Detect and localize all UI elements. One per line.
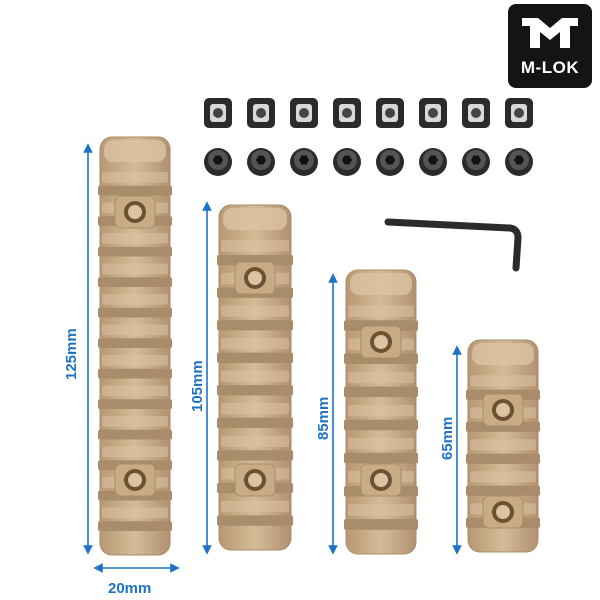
dimension-label-width: 20mm (108, 580, 151, 597)
m-lok-logo-icon (522, 18, 578, 48)
rail-125 (98, 136, 172, 556)
dimension-label-105: 105mm (189, 360, 206, 412)
rail-slot (344, 386, 418, 398)
t-nut-icon (376, 98, 404, 128)
t-nut-icon (204, 98, 232, 128)
rail-slot (344, 519, 418, 530)
rail-slot (217, 352, 293, 363)
t-nut-icon (462, 98, 490, 128)
rail-slot (98, 338, 172, 349)
dimension-width: 20mm (93, 563, 180, 597)
rail-slot (98, 246, 172, 257)
dimension-85: 85mm (315, 273, 338, 555)
screw-icon (462, 148, 490, 176)
rail-65 (466, 339, 540, 553)
rail-slot (217, 254, 293, 266)
screw-icon (333, 148, 361, 176)
rail-slot (344, 419, 418, 431)
rail-slot (217, 515, 293, 526)
screw-icon (204, 148, 232, 176)
rail-slot (98, 521, 172, 532)
screw-icon (419, 148, 447, 176)
dimension-125: 125mm (63, 143, 93, 555)
hex-wrench-icon (384, 218, 522, 272)
rail-slot (217, 417, 293, 429)
rail-85 (344, 269, 418, 555)
rail-slot (98, 399, 172, 410)
screw-icon (505, 148, 533, 176)
rail-105 (217, 204, 293, 551)
rail-slot (344, 452, 418, 464)
rail-group (98, 136, 540, 556)
rail-slot (98, 429, 172, 440)
screw-icon (247, 148, 275, 176)
dimension-label-125: 125mm (63, 328, 80, 380)
logo-text: M-LOK (520, 58, 580, 77)
t-nut-icon (505, 98, 533, 128)
dimension-label-65: 65mm (439, 417, 456, 460)
rail-slot (466, 453, 540, 464)
rail-slot (98, 277, 172, 288)
t-nut-icon (290, 98, 318, 128)
rail-slot (98, 368, 172, 379)
rail-slot (217, 450, 293, 461)
t-nut-icon (333, 98, 361, 128)
dimension-65: 65mm (439, 345, 462, 555)
m-lok-logo: M-LOK (508, 4, 592, 88)
rail-slot (98, 185, 172, 196)
t-nut-icon (419, 98, 447, 128)
rail-slot (98, 307, 172, 318)
hardware-group (204, 98, 533, 176)
t-nut-icon (247, 98, 275, 128)
dimension-105: 105mm (189, 201, 212, 555)
screw-icon (376, 148, 404, 176)
rail-slot (217, 385, 293, 396)
rail-slot (466, 485, 540, 496)
screw-icon (290, 148, 318, 176)
rail-slot (217, 320, 293, 331)
dimension-label-85: 85mm (315, 397, 332, 440)
